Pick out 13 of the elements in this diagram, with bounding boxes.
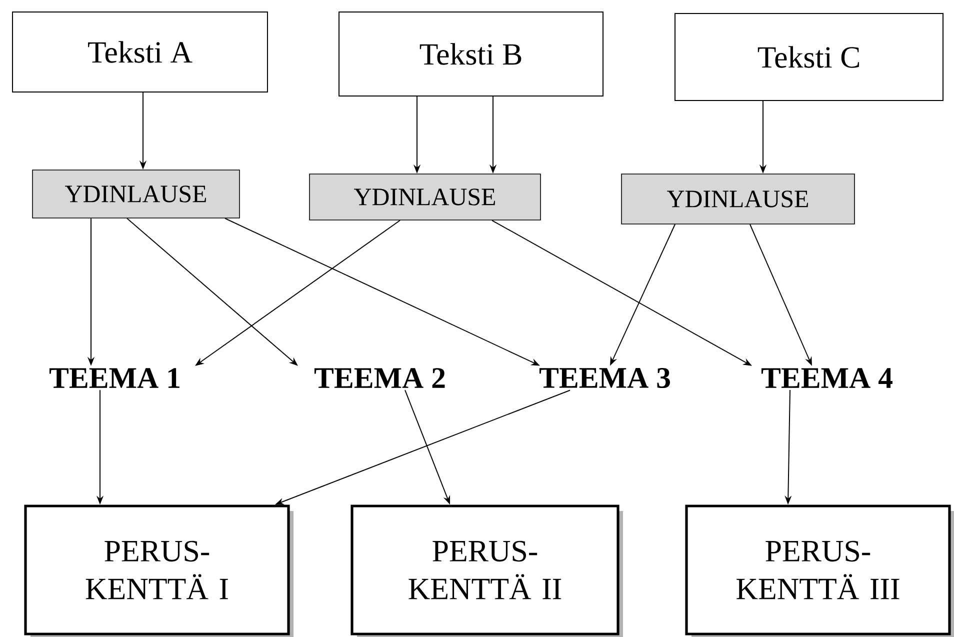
sentence-box: YDINLAUSE	[32, 170, 240, 218]
theme-label: TEEMA 3	[539, 368, 670, 388]
theme-label: TEEMA 4	[761, 368, 892, 388]
field-box: PERUS- KENTTÄ I	[24, 504, 294, 637]
theme-label: TEEMA 2	[314, 368, 445, 388]
field-box: PERUS- KENTTÄ II	[350, 504, 623, 637]
text-box: Teksti A	[12, 12, 268, 92]
field-box: PERUS- KENTTÄ III	[685, 504, 954, 637]
sentence-box: YDINLAUSE	[621, 174, 855, 224]
text-box: Teksti B	[338, 12, 604, 96]
theme-label: TEEMA 1	[49, 368, 180, 388]
text-box: Teksti C	[674, 13, 944, 101]
sentence-box: YDINLAUSE	[309, 174, 541, 220]
